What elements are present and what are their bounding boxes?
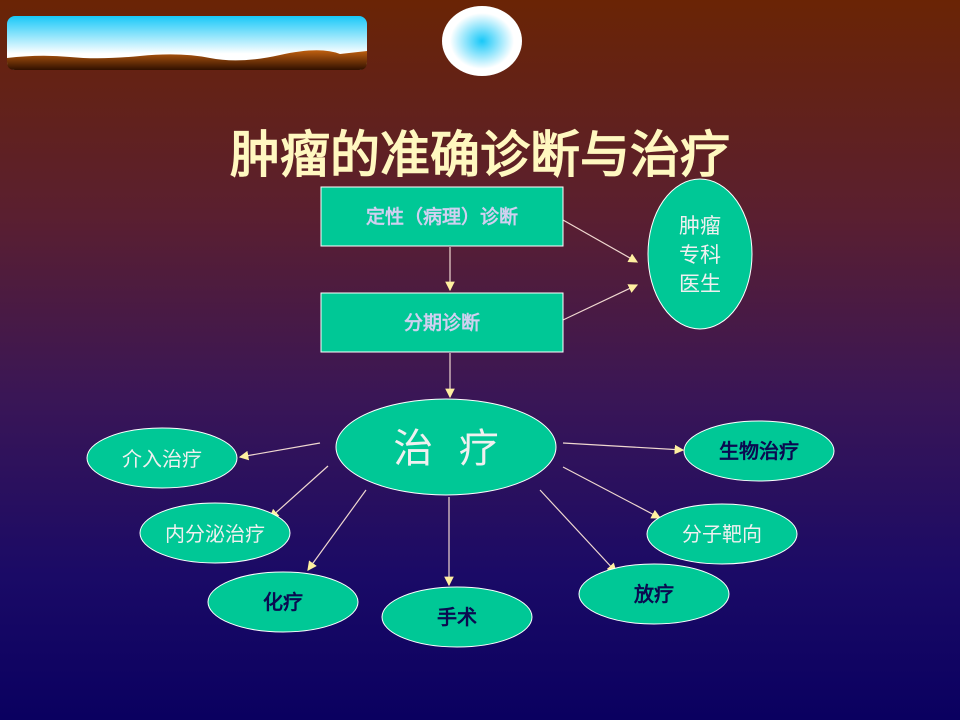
landscape-banner [7,16,367,70]
decorative-orb [442,6,522,76]
surgery-node: 手术 [381,586,533,648]
oncologist-line-1: 肿瘤 [679,214,721,238]
staging-diagnosis-box: 分期诊断 [320,292,564,353]
oncologist-node: 肿瘤 专科 医生 [647,178,753,330]
arrows [238,219,685,587]
biological-label: 生物治疗 [719,439,799,463]
qualitative-diagnosis-label: 定性（病理）诊断 [366,205,518,228]
interventional-label: 介入治疗 [122,447,202,471]
chemo-label: 化疗 [263,590,303,614]
biological-node: 生物治疗 [683,420,835,482]
interventional-node: 介入治疗 [86,427,238,489]
radiation-label: 放疗 [633,582,674,606]
oncologist-line-3: 医生 [679,272,721,296]
targeted-node: 分子靶向 [646,503,798,565]
surgery-label: 手术 [437,605,477,629]
treatment-center-label: 治 疗 [393,426,498,472]
page-title: 肿瘤的准确诊断与治疗 [230,126,730,184]
endocrine-node: 内分泌治疗 [139,502,291,564]
treatment-center-node: 治 疗 [335,398,557,496]
qualitative-diagnosis-box: 定性（病理）诊断 [320,186,564,247]
targeted-label: 分子靶向 [682,522,762,546]
chemo-node: 化疗 [207,571,359,633]
staging-diagnosis-label: 分期诊断 [404,311,480,334]
endocrine-label: 内分泌治疗 [165,522,265,546]
oncologist-line-2: 专科 [679,243,721,267]
radiation-node: 放疗 [578,563,730,625]
